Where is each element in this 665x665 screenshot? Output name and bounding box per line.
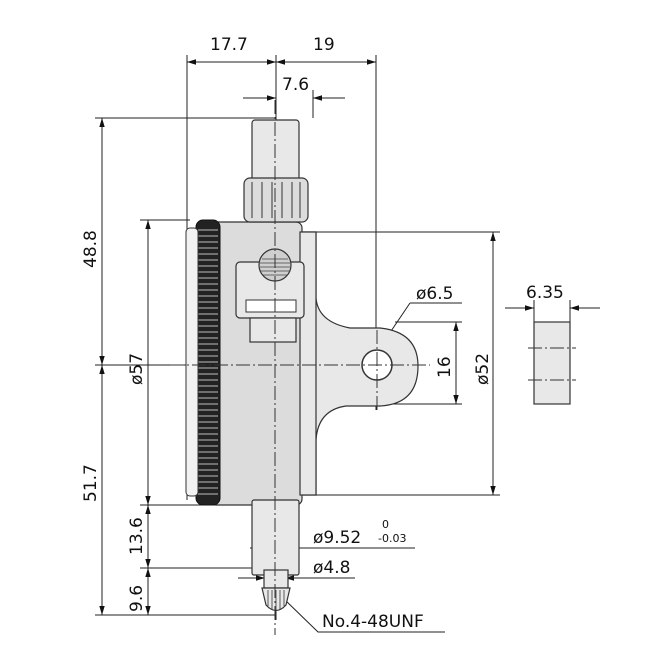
stem-cap-knurl (243, 177, 309, 223)
dim-dia-57: ø57 (127, 353, 147, 385)
dim-6-35: 6.35 (526, 283, 564, 303)
thread-spec: No.4-48UNF (322, 612, 424, 632)
bezel-ring (195, 219, 221, 506)
tolerance-upper: 0 (382, 518, 389, 531)
dim-19: 19 (313, 35, 335, 55)
mounting-lug (299, 231, 419, 496)
dim-dia-6-5: ø6.5 (416, 284, 453, 304)
dim-48-8: 48.8 (81, 230, 101, 268)
cap-grooves (251, 182, 301, 218)
contact-knurl (267, 590, 285, 612)
spacer-centerline (528, 347, 576, 381)
dim-17-7: 17.7 (210, 35, 248, 55)
crystal-face (185, 227, 199, 497)
spacer-block (533, 321, 571, 405)
dim-51-7: 51.7 (81, 464, 101, 502)
dim-dia-9-52: ø9.52 (313, 528, 361, 548)
bezel-knurl (198, 229, 218, 495)
lever-pad (249, 317, 297, 343)
dim-7-6: 7.6 (282, 75, 309, 95)
dimension-lines (99, 59, 600, 633)
lever-slot (245, 299, 297, 313)
dim-13-6: 13.6 (127, 517, 147, 555)
tolerance-lower: -0.03 (378, 532, 406, 545)
dim-9-6: 9.6 (127, 585, 147, 612)
dim-16: 16 (435, 356, 455, 378)
dim-dia-4-8: ø4.8 (313, 558, 350, 578)
spindle (263, 569, 289, 589)
dim-dia-52: ø52 (473, 353, 493, 385)
